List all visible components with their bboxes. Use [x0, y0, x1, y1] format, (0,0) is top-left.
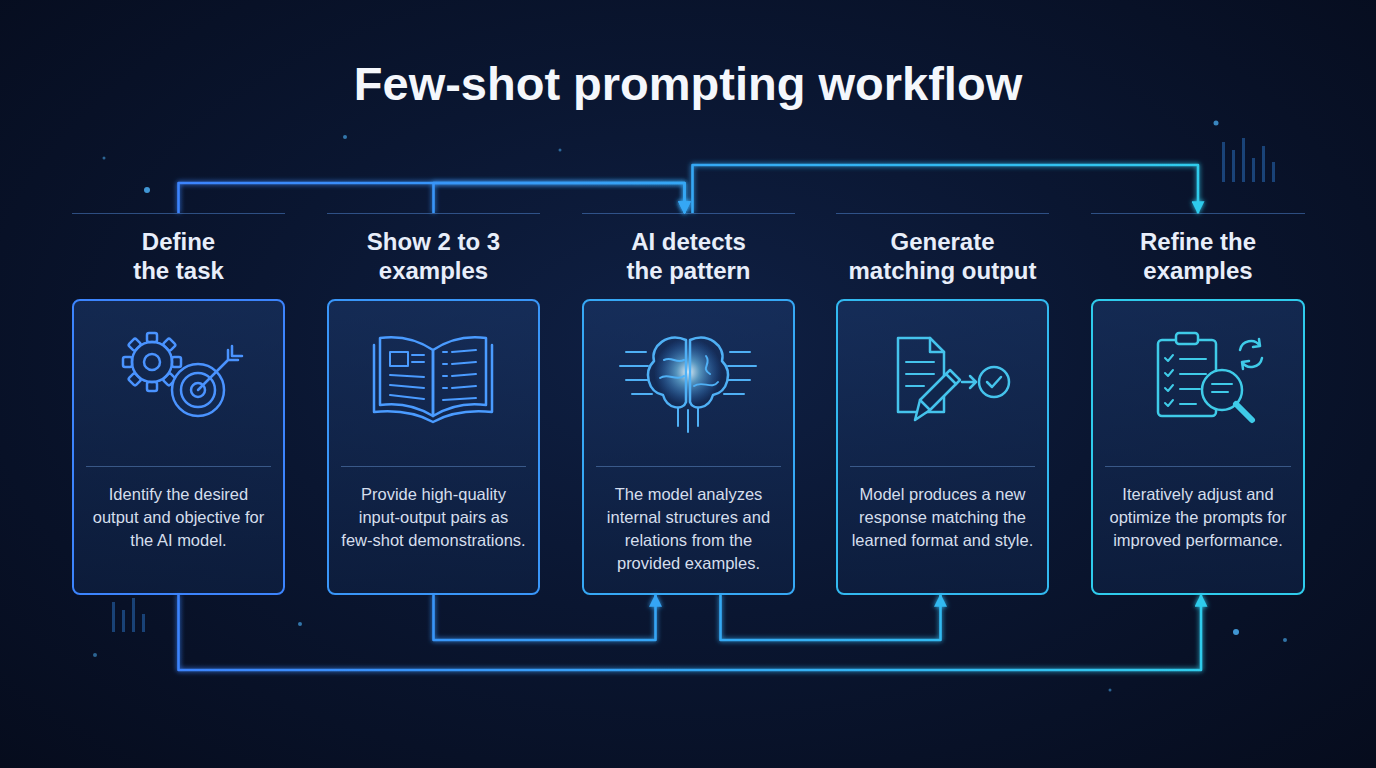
box-divider [1105, 466, 1291, 467]
flow-connector [434, 183, 685, 213]
step-heading: Define the task [129, 227, 229, 285]
box-divider [850, 466, 1035, 467]
box-divider [341, 466, 526, 467]
step-description: Iteratively adjust and optimize the prom… [1105, 483, 1291, 552]
step-description: Model produces a new response matching t… [850, 483, 1035, 552]
flow-connector [795, 406, 836, 409]
step-description: Identify the desired output and objectiv… [86, 483, 271, 552]
brain-icon [620, 338, 756, 432]
step-description: Provide high-quality input-output pairs … [341, 483, 526, 552]
diagram-title: Few-shot prompting workflow [0, 54, 1376, 114]
step-heading: Show 2 to 3 examples [349, 227, 519, 285]
flow-connector [285, 406, 327, 409]
step-box: Model produces a new response matching t… [836, 299, 1049, 595]
flow-connector [540, 406, 582, 409]
step-box: Identify the desired output and objectiv… [72, 299, 285, 595]
step-heading: AI detects the pattern [619, 227, 759, 285]
step-description: The model analyzes internal structures a… [596, 483, 781, 575]
step-node: Generate matching outputModel produces a… [836, 213, 1049, 595]
step-heading: Generate matching output [848, 227, 1038, 285]
gear-target-icon [123, 333, 242, 416]
box-divider [596, 466, 781, 467]
step-heading: Refine the examples [1118, 227, 1278, 285]
review-icon [1158, 333, 1262, 420]
step-node: Refine the examplesIteratively adjust an… [1091, 213, 1305, 595]
flow-connector [434, 595, 656, 640]
flow-connector [693, 165, 1199, 213]
flow-connector [179, 595, 1202, 670]
book-icon [374, 337, 492, 422]
flow-connector [721, 595, 941, 640]
flow-connector [179, 183, 685, 213]
flow-connector [1049, 406, 1091, 409]
step-box: Provide high-quality input-output pairs … [327, 299, 540, 595]
box-divider [86, 466, 271, 467]
document-check-icon [898, 338, 1009, 420]
